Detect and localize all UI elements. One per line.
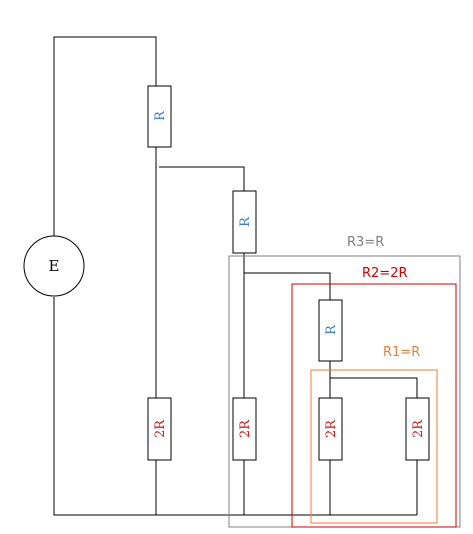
resistor-2r-3-label: 2R <box>324 419 339 438</box>
resistor-r-inner-label: R <box>324 324 339 335</box>
resistor-2r-4: 2R <box>405 397 430 461</box>
voltage-source: E <box>23 235 85 297</box>
source-label: E <box>49 257 60 275</box>
r2-label: R2=2R <box>362 266 408 281</box>
wires <box>53 36 418 516</box>
r3-label: R3=R <box>347 235 384 250</box>
source-circle <box>23 235 85 297</box>
resistor-2r-1: 2R <box>147 397 172 461</box>
resistor-r-top-label: R <box>153 110 168 121</box>
resistor-2r-4-label: 2R <box>411 419 426 438</box>
wire-branch-3 <box>330 377 418 398</box>
r1-box <box>310 369 438 524</box>
resistor-r-inner: R <box>318 299 343 362</box>
resistor-2r-1-label: 2R <box>153 419 168 438</box>
wire-branch-2 <box>244 272 331 300</box>
resistor-r-top: R <box>147 85 172 148</box>
r1-label: R1=R <box>383 345 420 360</box>
wire-bottom-rail <box>53 297 417 516</box>
resistor-2r-2-label: 2R <box>238 419 253 438</box>
resistor-r-mid: R <box>232 190 257 254</box>
r3-box <box>228 255 461 528</box>
resistor-r-mid-label: R <box>238 216 253 227</box>
resistor-2r-3: 2R <box>318 397 343 461</box>
r2-box <box>291 283 457 528</box>
resistor-2r-2: 2R <box>232 397 257 461</box>
wire-branch-1 <box>159 166 245 191</box>
wire-source-top <box>53 36 157 236</box>
